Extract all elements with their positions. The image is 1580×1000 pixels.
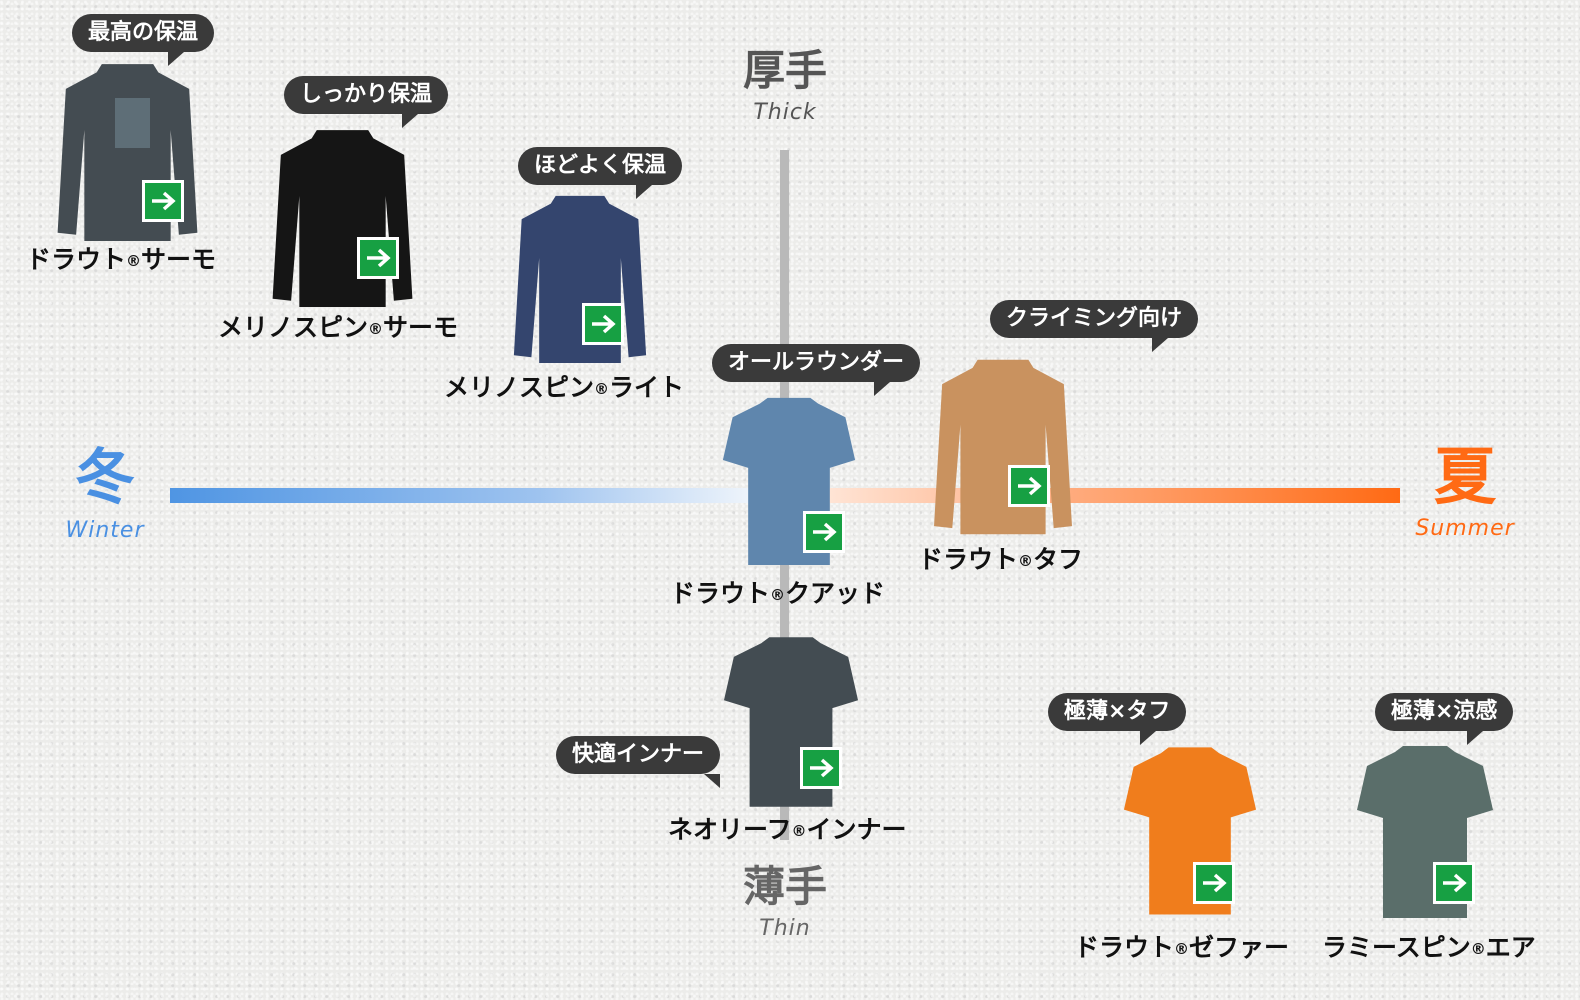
product-tag: クライミング向け [990, 300, 1199, 352]
shirt-image[interactable] [55, 58, 200, 243]
detail-link-button[interactable] [1193, 862, 1235, 904]
detail-link-button[interactable] [1433, 862, 1475, 904]
product-tag: オールラウンダー [712, 344, 921, 396]
product-name[interactable]: ドラウト®サーモ [26, 245, 217, 274]
winter-en: Winter [65, 518, 145, 543]
product-tag: ほどよく保温 [518, 147, 683, 199]
arrow-right-icon [1443, 873, 1467, 893]
arrow-right-icon [1203, 873, 1227, 893]
detail-link-button[interactable] [803, 511, 845, 553]
product-name[interactable]: ドラウト®ゼファー [1074, 933, 1290, 962]
detail-link-button[interactable] [142, 180, 184, 222]
shirt-image[interactable] [1122, 738, 1258, 920]
thick-en: Thick [753, 100, 817, 125]
arrow-right-icon [367, 248, 391, 268]
shirt-image[interactable] [506, 190, 654, 365]
winter-jp: 冬 [75, 443, 135, 513]
product-tag: 最高の保温 [72, 14, 215, 66]
shirt-image[interactable] [932, 350, 1074, 540]
product-name[interactable]: ドラウト®クアッド [670, 579, 886, 608]
detail-link-button[interactable] [1008, 465, 1050, 507]
product-name[interactable]: ドラウト®タフ [918, 545, 1084, 574]
arrow-right-icon [592, 314, 616, 334]
shirt-image[interactable] [1352, 740, 1498, 920]
thick-jp: 厚手 [742, 46, 827, 95]
axis-label-winter: 冬 Winter [55, 448, 155, 543]
product-tag: しっかり保温 [284, 76, 449, 128]
thin-en: Thin [759, 916, 811, 941]
product-name[interactable]: ラミースピン®エア [1322, 933, 1536, 962]
axis-label-thin: 薄手 Thin [730, 862, 840, 942]
arrow-right-icon [1018, 476, 1042, 496]
detail-link-button[interactable] [800, 747, 842, 789]
arrow-right-icon [152, 191, 176, 211]
thin-jp: 薄手 [742, 862, 827, 911]
summer-jp: 夏 [1433, 440, 1496, 513]
axis-label-summer: 夏 Summer [1415, 440, 1515, 542]
shirt-image[interactable] [270, 124, 415, 309]
product-tag: 極薄×タフ [1048, 693, 1187, 745]
arrow-right-icon [810, 758, 834, 778]
axis-label-thick: 厚手 Thick [730, 46, 840, 126]
product-name[interactable]: ネオリーフ®インナー [668, 815, 907, 844]
summer-en: Summer [1415, 516, 1515, 541]
product-name[interactable]: メリノスピン®サーモ [218, 313, 459, 342]
detail-link-button[interactable] [357, 237, 399, 279]
product-name[interactable]: メリノスピン®ライト [444, 373, 685, 402]
arrow-right-icon [813, 522, 837, 542]
detail-link-button[interactable] [582, 303, 624, 345]
product-tag: 快適インナー [556, 736, 721, 788]
product-tag: 極薄×涼感 [1375, 693, 1514, 745]
